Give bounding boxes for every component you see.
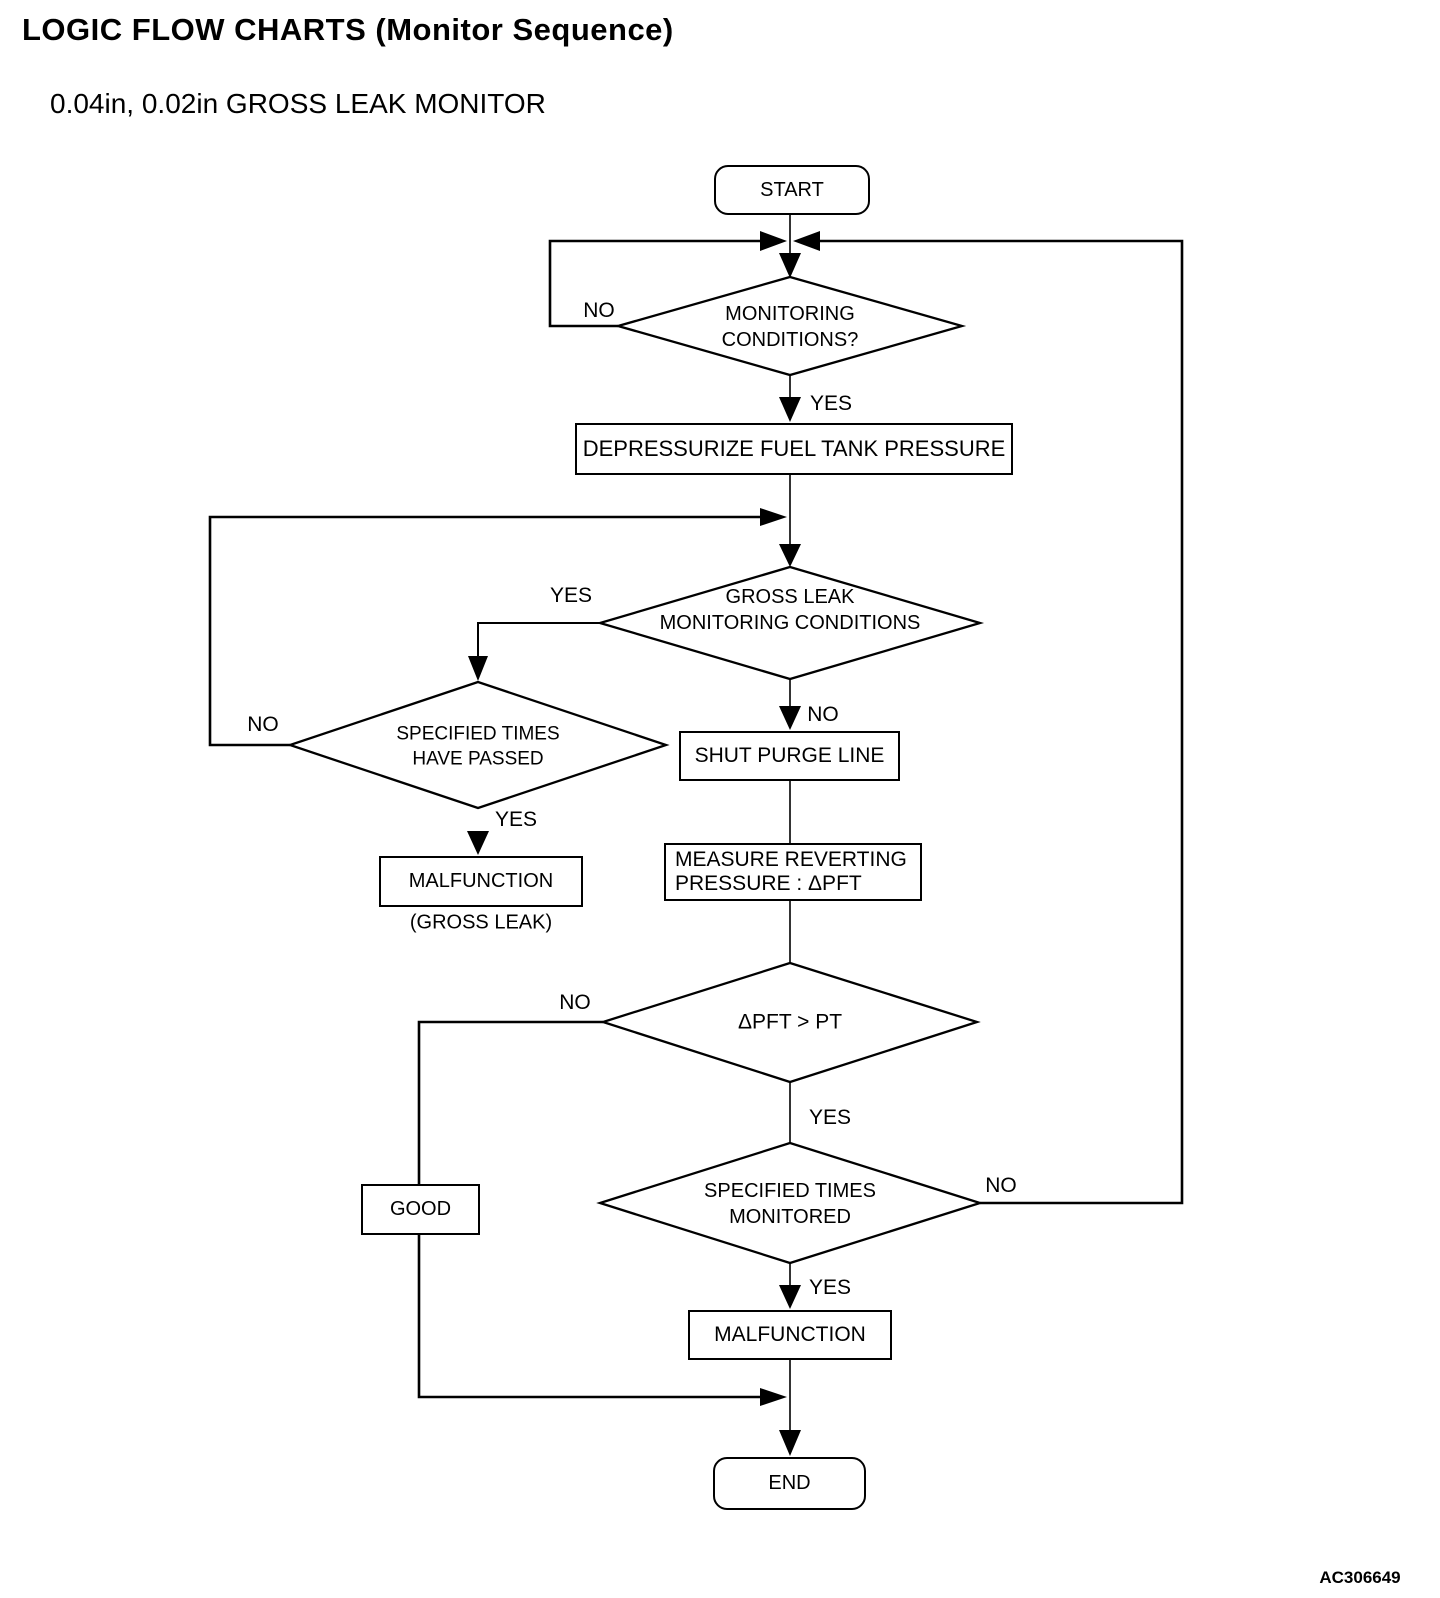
- specified-times-monitored-line1: SPECIFIED TIMES: [704, 1180, 876, 1202]
- label-monitored-yes: YES: [808, 1276, 852, 1299]
- decision-shapes: [286, 275, 985, 1265]
- loop-lines: [208, 239, 1184, 1399]
- loop-monitoring-no: [548, 239, 760, 328]
- node-malfunction-gross-leak: MALFUNCTION: [379, 856, 583, 907]
- node-good: GOOD: [361, 1184, 480, 1235]
- arrow-into-shut-purge-icon: [779, 706, 801, 730]
- label-times-passed-yes: YES: [494, 808, 538, 831]
- arrowheads: [467, 231, 820, 1456]
- node-start: START: [714, 165, 870, 215]
- node-start-label: START: [760, 178, 824, 201]
- arrow-into-malfunction-icon: [779, 1285, 801, 1309]
- arrow-junction2-icon: [760, 508, 787, 526]
- arrow-good-merge-icon: [760, 1388, 787, 1406]
- dpft-gt-pt-text: ΔPFT > PT: [737, 1010, 843, 1034]
- node-malfunction-label: MALFUNCTION: [714, 1322, 866, 1346]
- specified-times-monitored-diamond: [596, 1141, 984, 1265]
- arrow-junction-left-icon: [760, 231, 787, 251]
- node-malfunction-gross-leak-label: MALFUNCTION: [408, 870, 554, 892]
- monitoring-conditions-line2: CONDITIONS?: [721, 329, 859, 351]
- page-subtitle: 0.04in, 0.02in GROSS LEAK MONITOR: [50, 88, 546, 119]
- label-monitoring-no: NO: [583, 299, 615, 322]
- monitoring-conditions-line1: MONITORING: [725, 303, 855, 325]
- loop-times-passed-no: [208, 515, 760, 747]
- specified-times-passed-line2: HAVE PASSED: [412, 748, 544, 769]
- label-dpft-no: NO: [559, 991, 591, 1014]
- gross-leak-conditions-line2: MONITORING CONDITIONS: [659, 612, 921, 634]
- arrow-into-depressurize-icon: [779, 397, 801, 422]
- dpft-gt-pt-diamond: [599, 961, 981, 1084]
- node-measure-reverting-line1: MEASURE REVERTING: [675, 847, 907, 871]
- node-depressurize-label: DEPRESSURIZE FUEL TANK PRESSURE: [582, 436, 1006, 462]
- label-monitoring-yes: YES: [809, 392, 853, 415]
- label-gross-leak-no: NO: [807, 703, 839, 726]
- node-shut-purge-line: SHUT PURGE LINE: [679, 731, 900, 781]
- specified-times-passed-text: SPECIFIED TIMES HAVE PASSED: [396, 722, 559, 771]
- node-measure-reverting-text: MEASURE REVERTING PRESSURE : ΔPFT: [675, 848, 907, 896]
- arrow-junction-right-icon: [793, 231, 820, 251]
- specified-times-monitored-line2: MONITORED: [729, 1206, 851, 1228]
- monitoring-conditions-text: MONITORING CONDITIONS?: [722, 301, 859, 353]
- arrow-into-times-passed-icon: [468, 656, 488, 681]
- arrow-into-end-icon: [779, 1430, 801, 1456]
- node-measure-reverting: MEASURE REVERTING PRESSURE : ΔPFT: [664, 843, 922, 901]
- node-good-label: GOOD: [389, 1198, 452, 1220]
- node-end-label: END: [768, 1472, 811, 1494]
- arrow-into-gross-leak-icon: [779, 544, 801, 567]
- loop-monitored-no: [820, 239, 1184, 1205]
- node-depressurize: DEPRESSURIZE FUEL TANK PRESSURE: [575, 423, 1013, 475]
- node-malfunction: MALFUNCTION: [688, 1310, 892, 1360]
- page-title: LOGIC FLOW CHARTS (Monitor Sequence): [22, 12, 674, 47]
- specified-times-monitored-text: SPECIFIED TIMES MONITORED: [704, 1178, 876, 1230]
- gross-leak-conditions-line1: GROSS LEAK: [725, 586, 855, 608]
- specified-times-passed-diamond: [286, 680, 670, 810]
- specified-times-passed-line1: SPECIFIED TIMES: [396, 723, 560, 745]
- edge-gross-yes: [477, 622, 600, 656]
- monitoring-conditions-diamond: [613, 275, 967, 377]
- gross-leak-conditions-text: GROSS LEAK MONITORING CONDITIONS: [660, 584, 921, 636]
- figure-code: AC306649: [1319, 1568, 1401, 1587]
- arrow-into-malfunction-gross-icon: [467, 831, 489, 855]
- node-measure-reverting-line2: PRESSURE : ΔPFT: [675, 872, 862, 895]
- label-gross-leak-yes: YES: [549, 584, 593, 607]
- label-dpft-yes: YES: [808, 1106, 852, 1129]
- arrow-into-monitoring-icon: [779, 253, 801, 278]
- node-end: END: [713, 1457, 866, 1510]
- node-shut-purge-line-label: SHUT PURGE LINE: [694, 743, 885, 767]
- label-monitored-no: NO: [985, 1174, 1017, 1197]
- gross-leak-conditions-diamond: [595, 565, 985, 681]
- node-malfunction-gross-leak-caption: (GROSS LEAK): [409, 911, 553, 934]
- label-times-passed-no: NO: [247, 713, 279, 736]
